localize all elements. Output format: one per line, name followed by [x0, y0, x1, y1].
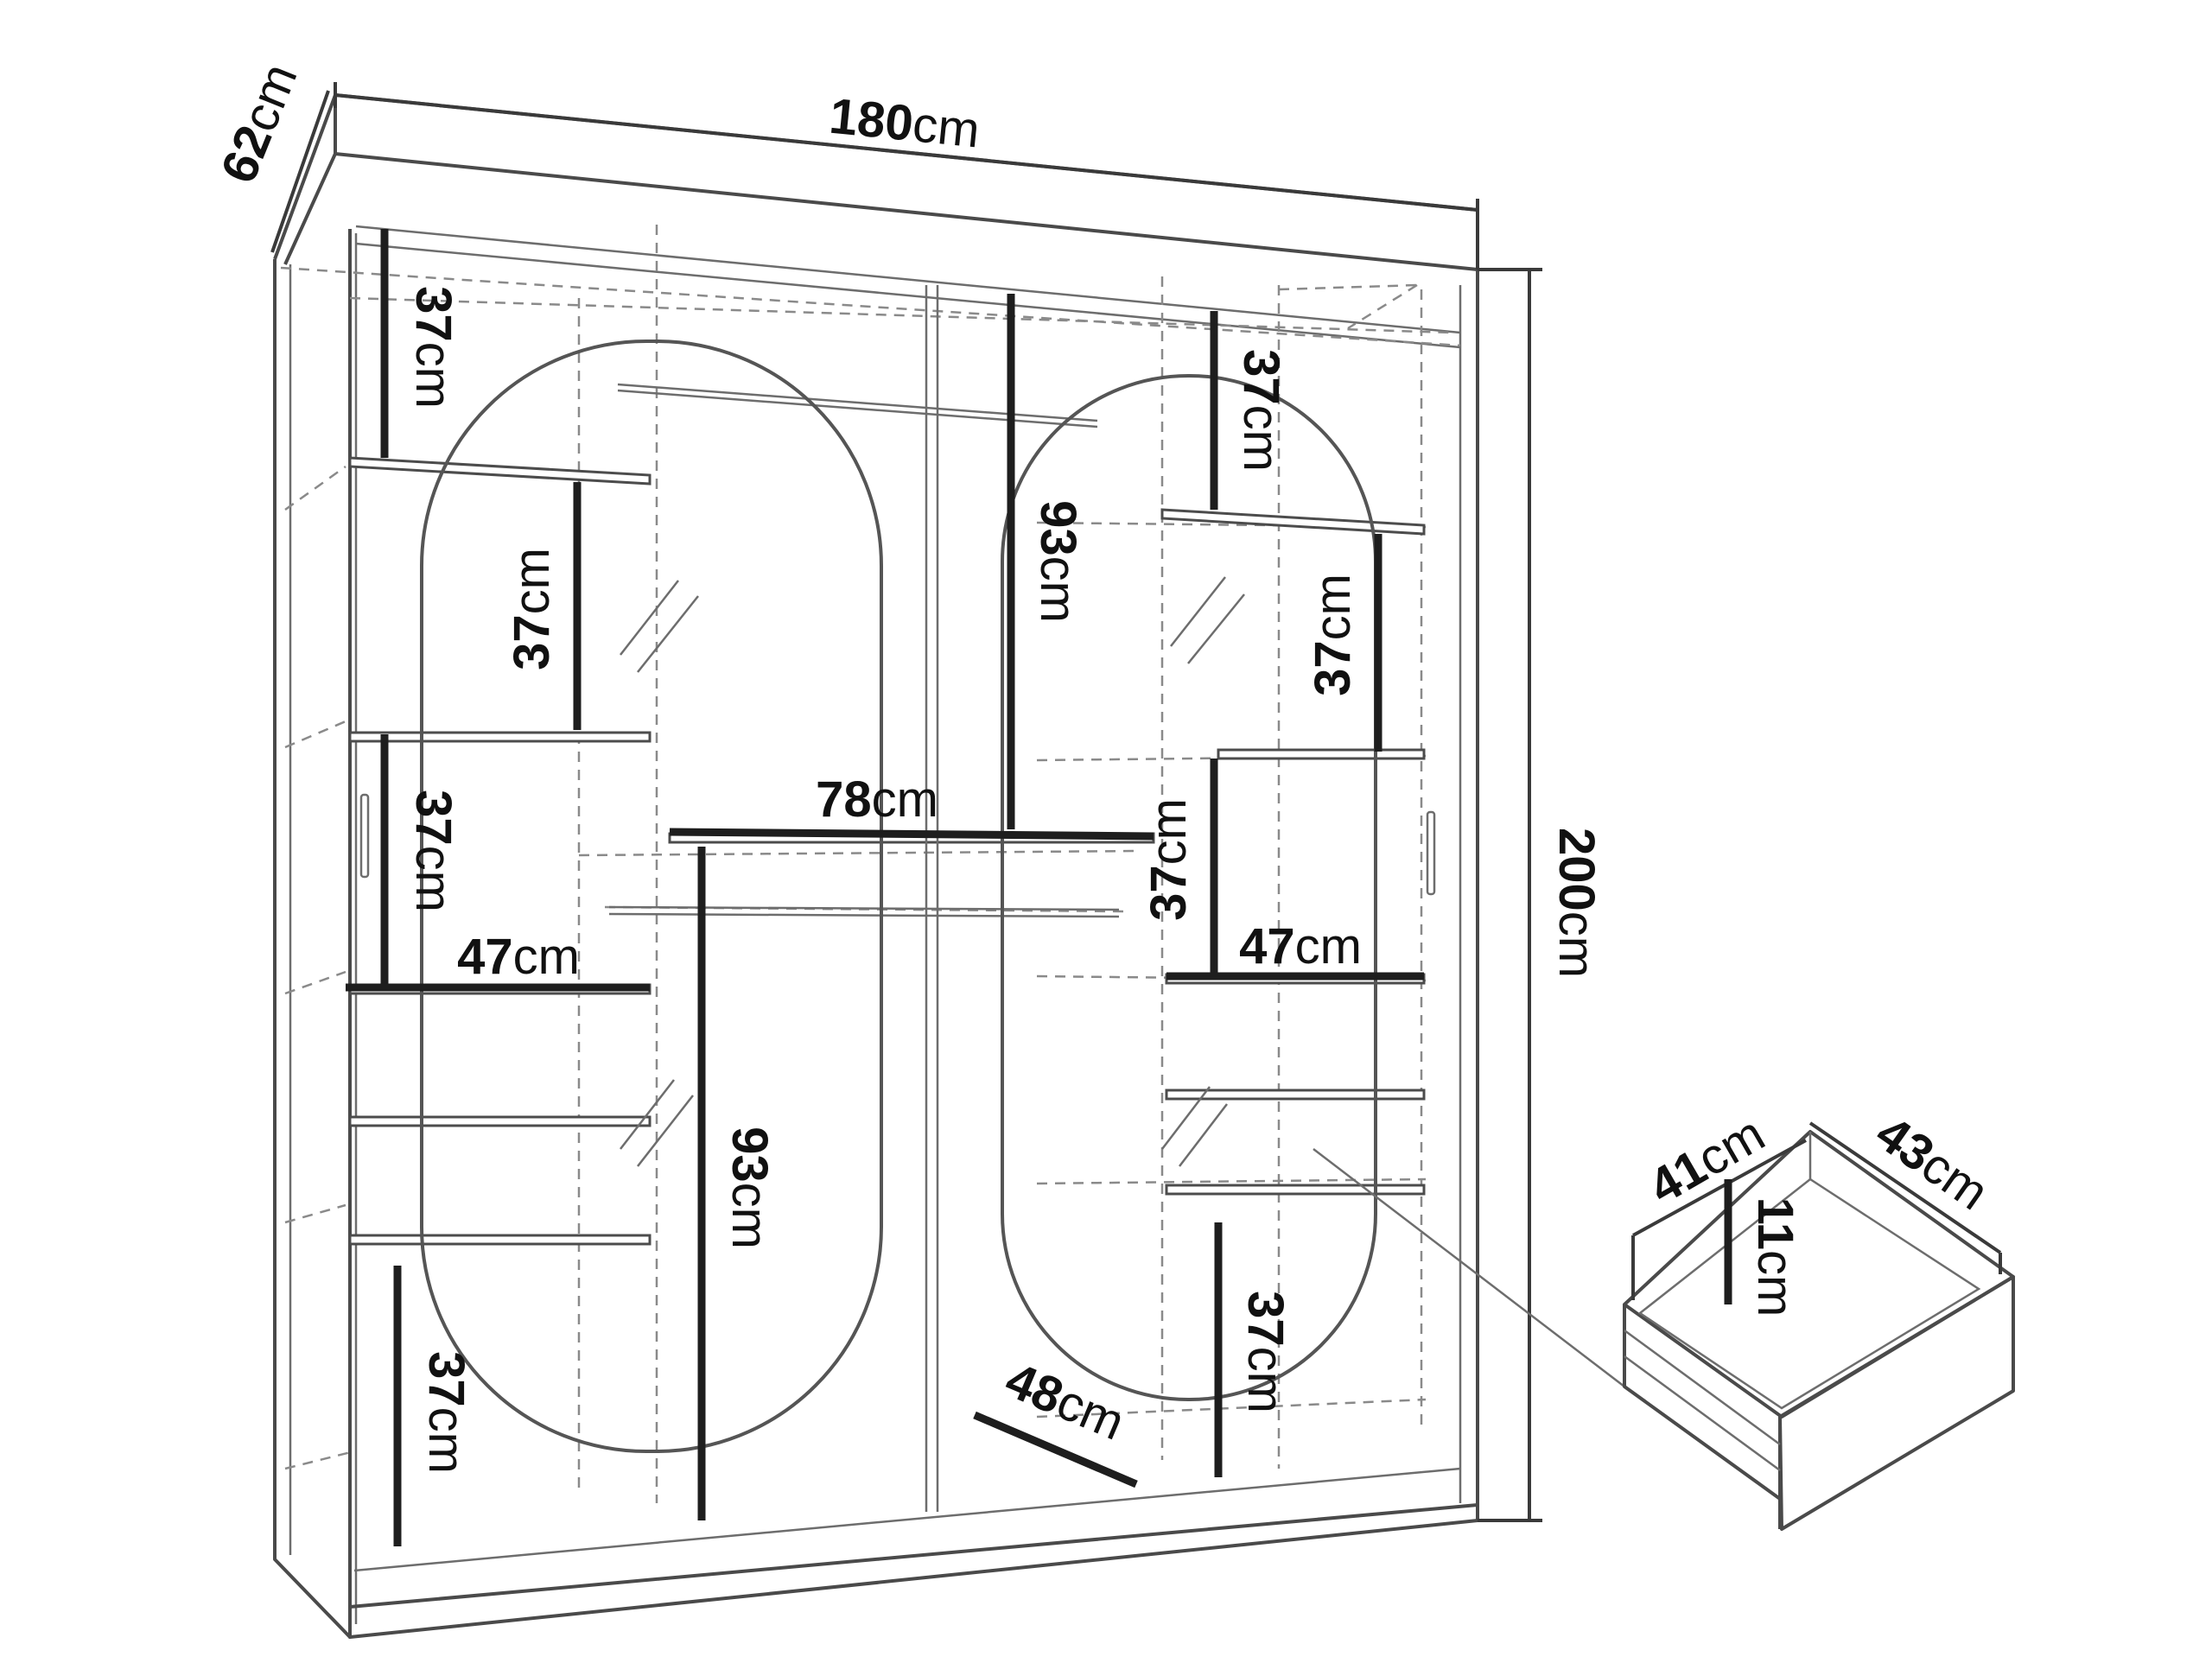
- center-hanging-height-label: 93cm: [721, 1127, 778, 1249]
- right-middle-label: 37cm: [1141, 798, 1197, 921]
- height-label: 200cm: [1548, 828, 1605, 978]
- right-shelves: [1160, 508, 1426, 1196]
- left-mirror: [420, 340, 883, 1453]
- sliding-doors: [359, 285, 1436, 1512]
- right-bottom-label: 37cm: [1237, 1291, 1294, 1413]
- left-inner-upper-label: 37cm: [504, 548, 560, 670]
- right-shelf-width-label: 47cm: [1239, 918, 1362, 974]
- left-shelf-width-label: 47cm: [457, 929, 580, 985]
- drawer-detail: [1313, 1121, 2015, 1531]
- left-middle-label: 37cm: [405, 790, 461, 912]
- right-upper-hanging-label: 93cm: [1030, 500, 1086, 623]
- right-mirror: [1001, 374, 1377, 1401]
- drawer-depth-label: 43cm: [1866, 1105, 1998, 1222]
- mirror-glint: [620, 580, 679, 656]
- right-top-compartment-label: 37cm: [1233, 349, 1289, 472]
- mirrors: [420, 340, 1377, 1453]
- right-inner-upper-label: 37cm: [1305, 574, 1361, 696]
- outer-dimension-lines: [270, 82, 1542, 1522]
- left-door-handle: [359, 793, 370, 879]
- right-door-handle: [1426, 810, 1436, 896]
- left-top-compartment-label: 37cm: [405, 286, 461, 409]
- inner-dimension-bars: [346, 229, 1424, 1546]
- width-label: 180cm: [827, 88, 982, 159]
- left-shelves: [348, 456, 652, 1246]
- center-hanging-width-label: 78cm: [816, 771, 938, 828]
- dimension-labels: 180cm 62cm 200cm 37cm 37cm 37cm 47cm 37c…: [210, 56, 1605, 1474]
- drawer-leader-line: [1313, 1148, 1625, 1387]
- depth-label: 62cm: [210, 56, 308, 191]
- left-bottom-label: 37cm: [418, 1351, 474, 1474]
- interior-hidden-lines: [280, 225, 1461, 1503]
- drawer-height-label: 11cm: [1747, 1197, 1803, 1317]
